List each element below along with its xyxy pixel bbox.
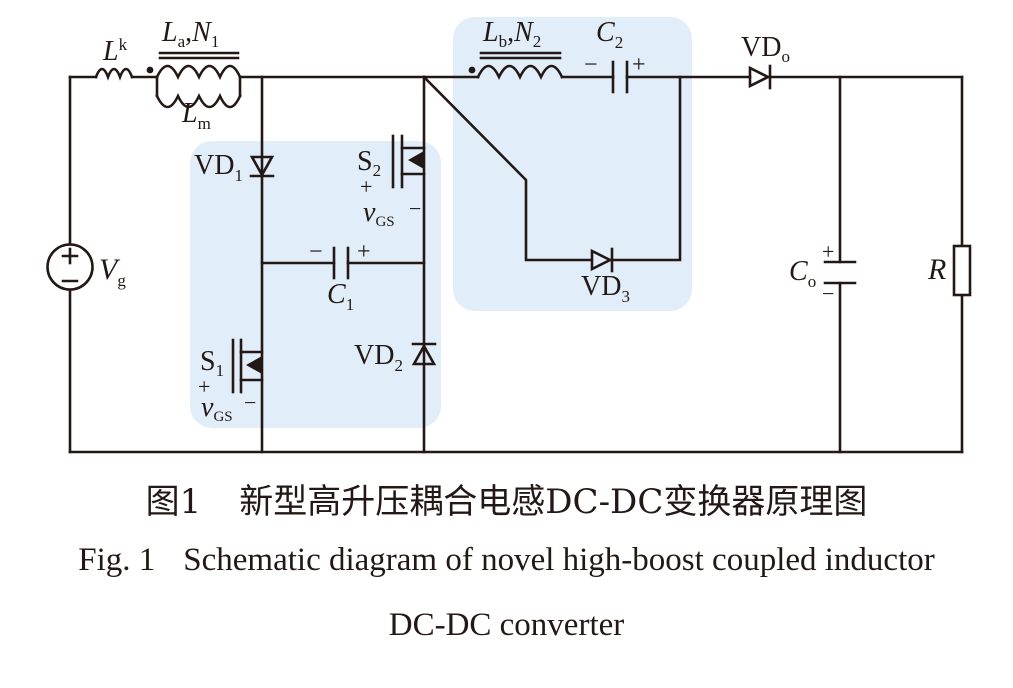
s1-vgs-plus: + — [198, 374, 210, 399]
capacitor-co — [823, 260, 857, 285]
capacitor-c1 — [332, 246, 350, 280]
diode-vd1 — [249, 155, 275, 178]
co-plus: + — [822, 239, 834, 264]
label-s1: S1 — [200, 346, 224, 380]
s2-vgs-plus: + — [360, 174, 372, 199]
caption-english-line2: DC-DC converter — [0, 607, 1013, 644]
label-c1: C1 — [327, 279, 354, 314]
coupled-inductor-la — [146, 51, 242, 109]
label-la-n1: La,N1 — [161, 17, 219, 51]
c2-minus: − — [584, 52, 598, 78]
s2-vgs-minus: − — [409, 196, 421, 221]
caption-cn-number: 图1 — [145, 482, 202, 522]
label-vd3: VD3 — [581, 271, 630, 306]
label-lb-n2: Lb,N2 — [482, 17, 541, 51]
co-minus: − — [822, 281, 834, 306]
caption-en-number: Fig. 1 — [78, 542, 156, 578]
converter-schematic: Lk La,N1 Lm Lb,N2 C2 − + VDo VD1 S2 + vG… — [46, 17, 972, 454]
c2-plus: + — [632, 52, 646, 78]
voltage-source-vg — [46, 243, 94, 291]
label-r: R — [927, 253, 946, 286]
capacitor-c2 — [611, 60, 629, 94]
label-lk: Lk — [102, 35, 128, 67]
label-c2: C2 — [596, 17, 623, 52]
label-vgs1: vGS — [201, 392, 233, 425]
label-vg: Vg — [99, 253, 126, 290]
mosfet-s2 — [391, 134, 426, 189]
wiring — [68, 75, 964, 454]
s1-vgs-minus: − — [244, 390, 256, 415]
highlight-region-left — [190, 141, 441, 428]
highlight-region-right — [453, 17, 692, 311]
label-vdo: VDo — [741, 32, 790, 66]
inductor-lk — [94, 67, 134, 81]
c1-plus: + — [357, 239, 371, 265]
caption-cn-title: 新型高升压耦合电感DC-DC变换器原理图 — [239, 482, 868, 522]
label-vd2: VD2 — [354, 340, 403, 375]
caption-chinese: 图1 新型高升压耦合电感DC-DC变换器原理图 — [0, 474, 1013, 523]
label-co: Co — [789, 256, 816, 291]
caption-en-title-1: Schematic diagram of novel high-boost co… — [183, 542, 935, 578]
diode-vdo — [748, 64, 772, 90]
resistor-r — [952, 244, 972, 297]
mosfet-s1 — [231, 338, 264, 394]
caption-english-line1: Fig. 1 Schematic diagram of novel high-bo… — [0, 542, 1013, 579]
coupled-inductor-lb — [468, 51, 564, 81]
label-vd1: VD1 — [194, 150, 243, 185]
caption-en-title-2: DC-DC converter — [388, 607, 625, 643]
diode-vd3 — [590, 247, 614, 273]
diode-vd2 — [411, 342, 437, 366]
label-s2: S2 — [357, 146, 381, 180]
label-vgs2: vGS — [363, 197, 395, 230]
label-lm: Lm — [181, 98, 211, 133]
c1-minus: − — [309, 239, 323, 265]
